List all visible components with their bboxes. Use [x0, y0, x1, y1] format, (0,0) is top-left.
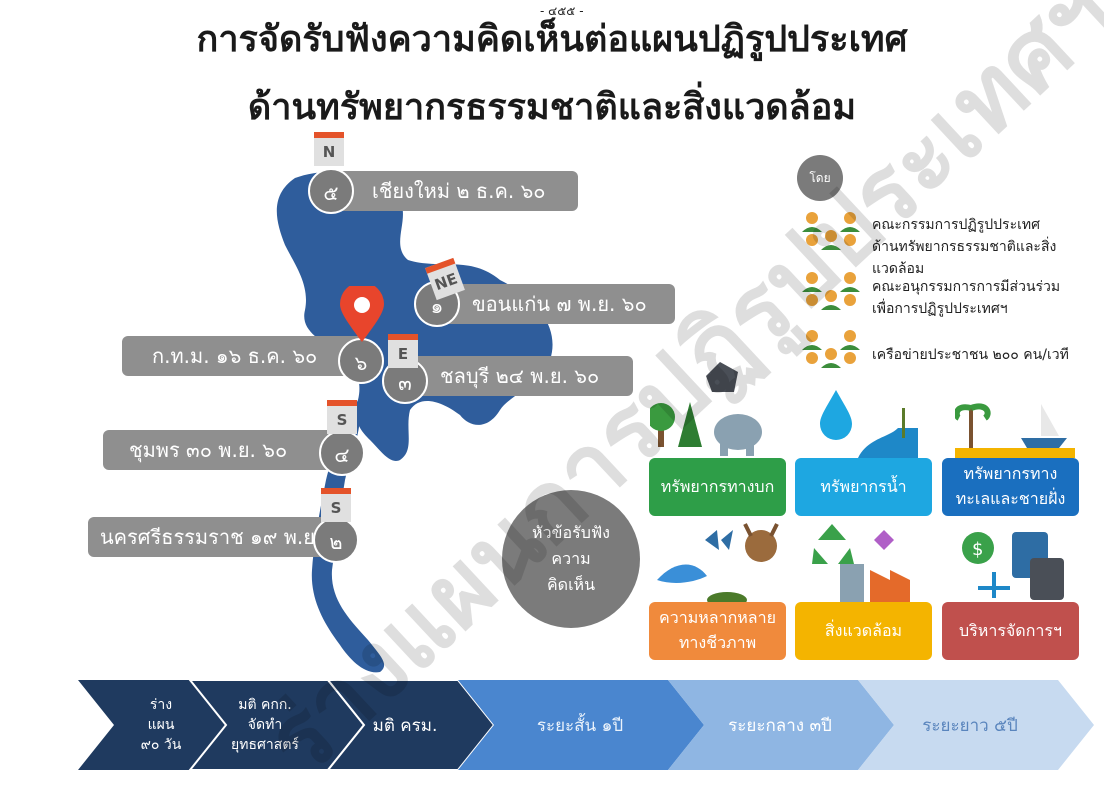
management-icon: $ — [962, 532, 1064, 600]
people-group-icon — [802, 330, 860, 368]
topic-tile: บริหารจัดการฯ — [942, 602, 1079, 660]
page-title: การจัดรับฟังความคิดเห็นต่อแผนปฏิรูปประเท… — [196, 19, 908, 60]
topics-center-circle: หัวข้อรับฟัง ความ คิดเห็น — [502, 490, 640, 628]
legend-item: คณะอนุกรรมการการมีส่วนร่วม เพื่อการปฏิรู… — [872, 279, 1061, 317]
location-pill: ชุมพร ๓๐ พ.ย. ๖๐ — [103, 430, 351, 470]
legend-circle: โดย — [797, 155, 843, 201]
location-number: ๕ — [308, 168, 354, 214]
svg-text:$: $ — [972, 539, 983, 560]
location-pill: ชลบุรี ๒๔ พ.ย. ๖๐ — [398, 356, 633, 396]
page-subtitle: ด้านทรัพยากรธรรมชาติและสิ่งแวดล้อม — [247, 87, 857, 128]
environment-icon — [812, 524, 910, 604]
location-number: ๒ — [313, 517, 359, 563]
location-number: ๖ — [338, 338, 384, 384]
timeline-stage: ระยะยาว ๕ปี — [922, 715, 1018, 736]
location-pin-icon — [340, 286, 384, 342]
timeline-stage: ระยะกลาง ๓ปี — [728, 715, 832, 736]
timeline-stage: ร่าง แผน ๙๐ วัน — [140, 697, 182, 753]
watermark-anchor: ร่างแผนการปฏิรูปประเทศฯ — [230, 0, 1104, 797]
location-pill: นครศรีธรรมราช ๑๙ พ.ย. ๖๐ — [88, 517, 353, 557]
biodiversity-icon — [657, 523, 779, 606]
people-group-icon — [802, 272, 860, 310]
marine-resources-icon — [955, 403, 1075, 458]
page-number: - ๔๕๕ - — [540, 4, 584, 18]
timeline-stage: มติ คกก. จัดทำ ยุทธศาสตร์ — [231, 697, 299, 753]
legend-item: เครือข่ายประชาชน ๒๐๐ คน/เวที — [872, 347, 1069, 363]
location-pill: ขอนแก่น ๗ พ.ย. ๖๐ — [430, 284, 675, 324]
south-badge-icon: S — [321, 488, 351, 522]
legend-item: คณะกรรมการปฏิรูปประเทศ ด้านทรัพยากรธรรมช… — [872, 217, 1057, 277]
timeline-stage: มติ ครม. — [372, 715, 438, 736]
water-resources-icon — [820, 390, 918, 458]
location-pill: ก.ท.ม. ๑๖ ธ.ค. ๖๐ — [122, 336, 364, 376]
timeline-stage: ระยะสั้น ๑ปี — [536, 715, 624, 736]
east-badge-icon: E — [388, 334, 418, 368]
location-pill: เชียงใหม่ ๒ ธ.ค. ๖๐ — [330, 171, 578, 211]
location-number: ๔ — [319, 430, 365, 476]
north-badge-icon: N — [314, 132, 344, 166]
south-badge-icon: S — [327, 400, 357, 434]
topic-tile: สิ่งแวดล้อม — [795, 602, 932, 660]
topic-tile: ความหลากหลาย ทางชีวภาพ — [649, 602, 786, 660]
topic-tile: ทรัพยากรทาง ทะเลและชายฝั่ง — [942, 458, 1079, 516]
topic-tile: ทรัพยากรทางบก — [649, 458, 786, 516]
timeline-arrows — [78, 680, 1094, 770]
topic-tile: ทรัพยากรน้ำ — [795, 458, 932, 516]
people-group-icon — [802, 212, 860, 250]
land-resources-icon — [650, 362, 762, 456]
